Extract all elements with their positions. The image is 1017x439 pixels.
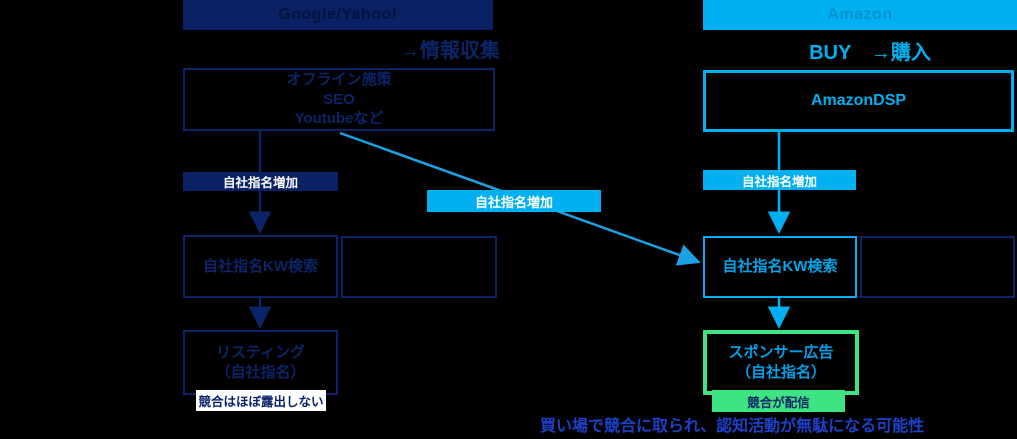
right-empty-box — [860, 236, 1015, 298]
right-header-bar: Amazon — [703, 0, 1017, 30]
sponsor-line1: スポンサー広告 — [728, 343, 834, 361]
listing-line1: リスティング — [215, 343, 306, 361]
channel-youtube: Youtubeなど — [294, 110, 384, 128]
sponsor-line2: （自社指名） — [735, 363, 826, 381]
left-top-channels-box: オフライン施策 SEO Youtubeなど — [183, 68, 495, 131]
left-empty-box — [341, 236, 497, 298]
left-note-badge: 競合はほぼ露出しない — [196, 390, 326, 411]
left-header-label: Google/Yahoo! — [278, 6, 398, 23]
sponsor-ads-box: スポンサー広告 （自社指名） — [703, 330, 859, 395]
left-kw-search-box: 自社指名KW検索 — [183, 235, 338, 298]
footer-warning-note: 買い場で競合に取られ、認知活動が無駄になる可能性 — [540, 418, 925, 435]
left-subtitle: →情報収集 — [400, 40, 500, 62]
left-listing-box: リスティング （自社指名） — [183, 330, 338, 395]
right-header-label: Amazon — [827, 6, 893, 23]
right-increase-label: 自社指名増加 — [703, 170, 856, 190]
right-subtitle: BUY →購入 — [809, 42, 931, 64]
center-increase-label: 自社指名増加 — [427, 190, 601, 212]
right-kw-search-box: 自社指名KW検索 — [703, 236, 857, 298]
left-header-bar: Google/Yahoo! — [183, 0, 493, 30]
left-increase-label: 自社指名増加 — [183, 172, 338, 191]
channel-offline: オフライン施策 — [286, 70, 392, 88]
channel-seo: SEO — [323, 90, 355, 108]
amazon-dsp-label: AmazonDSP — [810, 92, 907, 110]
listing-line2: （自社指名） — [215, 363, 306, 381]
right-kw-search-label: 自社指名KW検索 — [722, 258, 838, 276]
left-kw-search-label: 自社指名KW検索 — [203, 257, 318, 275]
amazon-dsp-box: AmazonDSP — [703, 70, 1014, 132]
right-note-badge: 競合が配信 — [712, 390, 845, 412]
